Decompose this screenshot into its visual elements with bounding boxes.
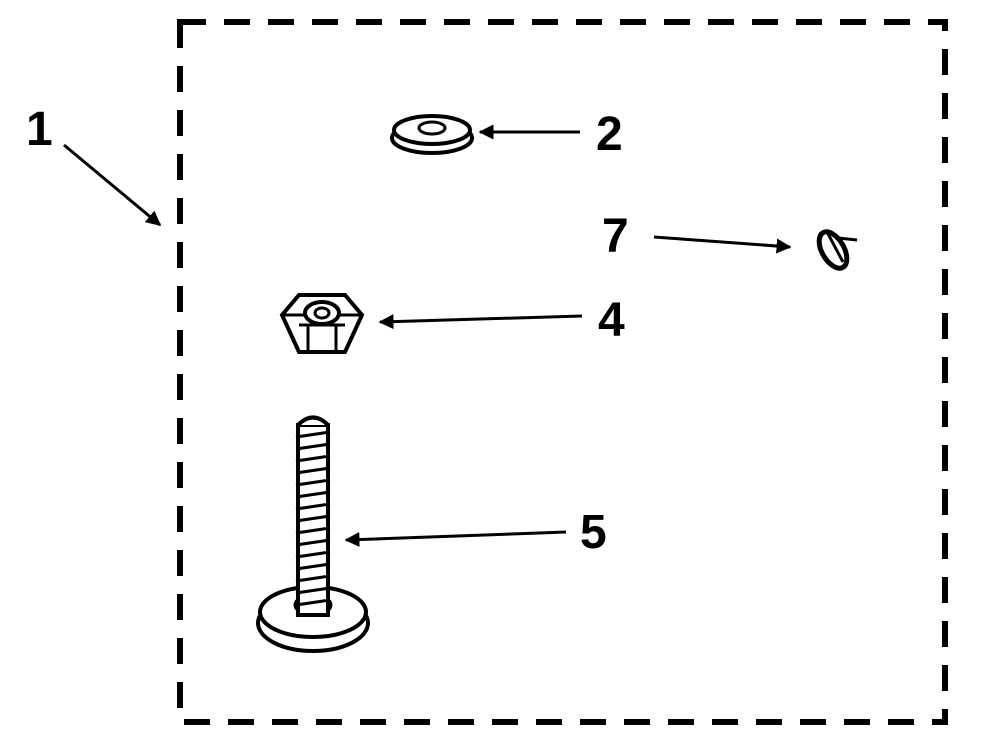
- callout-label-7: 7: [602, 210, 629, 263]
- spring-clip-icon: [816, 229, 858, 271]
- flange-screw-icon: [256, 415, 370, 653]
- callout-leader-5: [344, 530, 567, 548]
- callout-label-4: 4: [598, 294, 625, 347]
- hex-nut-icon: [279, 293, 365, 354]
- callout-label-2: 2: [596, 108, 623, 161]
- kit-boundary: [177, 19, 948, 725]
- callout-leader-7: [653, 235, 792, 254]
- callout-leader-1: [63, 143, 162, 227]
- callout-leader-4: [378, 314, 583, 330]
- callout-label-5: 5: [580, 506, 607, 559]
- callout-label-1: 1: [26, 103, 53, 156]
- flat-washer-icon: [390, 114, 474, 155]
